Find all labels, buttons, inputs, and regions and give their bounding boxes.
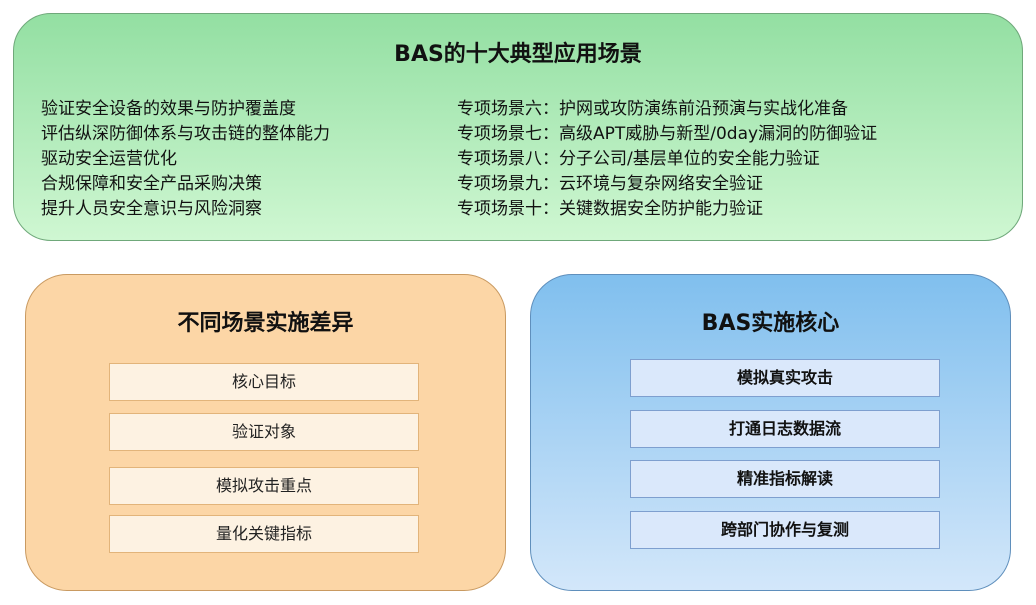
list-item: 评估纵深防御体系与攻击链的整体能力 xyxy=(41,124,330,144)
difference-item: 模拟攻击重点 xyxy=(109,467,419,505)
difference-item: 量化关键指标 xyxy=(109,515,419,553)
application-scenarios-panel: BAS的十大典型应用场景 验证安全设备的效果与防护覆盖度 评估纵深防御体系与攻击… xyxy=(13,13,1023,241)
implementation-core-panel: BAS实施核心 模拟真实攻击 打通日志数据流 精准指标解读 跨部门协作与复测 xyxy=(530,274,1011,591)
difference-item: 核心目标 xyxy=(109,363,419,401)
core-item: 跨部门协作与复测 xyxy=(630,511,940,549)
list-item: 专项场景九：云环境与复杂网络安全验证 xyxy=(457,174,763,194)
list-item: 验证安全设备的效果与防护覆盖度 xyxy=(41,99,296,119)
application-scenarios-title: BAS的十大典型应用场景 xyxy=(394,42,642,67)
implementation-differences-panel: 不同场景实施差异 核心目标 验证对象 模拟攻击重点 量化关键指标 xyxy=(25,274,506,591)
core-item: 模拟真实攻击 xyxy=(630,359,940,397)
special-scenarios-list: 专项场景六：护网或攻防演练前沿预演与实战化准备 专项场景七：高级APT威胁与新型… xyxy=(457,97,877,222)
list-item: 专项场景八：分子公司/基层单位的安全能力验证 xyxy=(457,149,820,169)
difference-item: 验证对象 xyxy=(109,413,419,451)
general-scenarios-list: 验证安全设备的效果与防护覆盖度 评估纵深防御体系与攻击链的整体能力 驱动安全运营… xyxy=(41,97,330,222)
list-item: 提升人员安全意识与风险洞察 xyxy=(41,199,262,219)
list-item: 专项场景七：高级APT威胁与新型/0day漏洞的防御验证 xyxy=(457,124,878,144)
list-item: 合规保障和安全产品采购决策 xyxy=(41,174,262,194)
list-item: 驱动安全运营优化 xyxy=(41,149,177,169)
implementation-differences-title: 不同场景实施差异 xyxy=(177,311,354,336)
core-item: 精准指标解读 xyxy=(630,460,940,498)
implementation-core-title: BAS实施核心 xyxy=(701,311,840,336)
list-item: 专项场景十：关键数据安全防护能力验证 xyxy=(457,199,763,219)
core-item: 打通日志数据流 xyxy=(630,410,940,448)
list-item: 专项场景六：护网或攻防演练前沿预演与实战化准备 xyxy=(457,99,848,119)
